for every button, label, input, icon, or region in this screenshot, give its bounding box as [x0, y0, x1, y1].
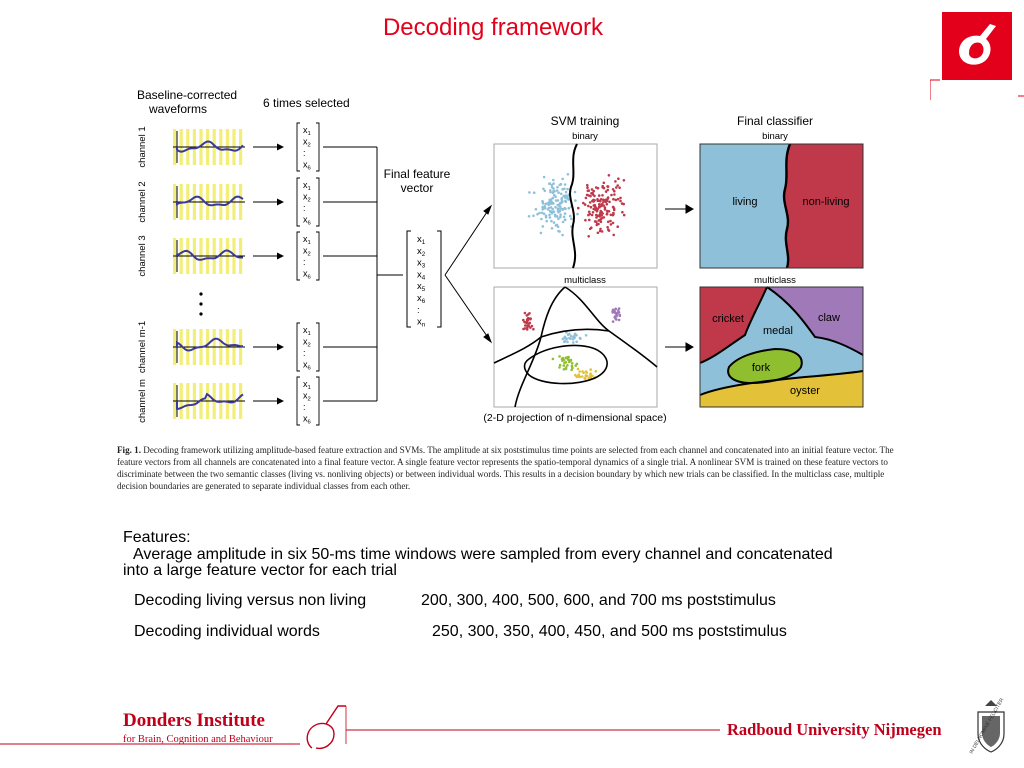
radboud-university-name: Radboud University Nijmegen — [727, 720, 942, 739]
footer-d-logo-icon — [307, 706, 346, 748]
features-line-2: into a large feature vector for each tri… — [123, 562, 397, 580]
donders-institute-name: Donders Institute — [123, 710, 265, 731]
row1-label: Decoding living versus non living — [134, 592, 366, 610]
features-heading: Features: — [123, 529, 191, 547]
donders-institute-subtitle: for Brain, Cognition and Behaviour — [123, 734, 273, 745]
university-seal-icon: IN DEI NOMINE FELICITER — [969, 697, 1006, 755]
row2-value: 250, 300, 350, 400, 450, and 500 ms post… — [432, 623, 787, 641]
footer: Donders Institute for Brain, Cognition a… — [0, 690, 1024, 768]
row1-value: 200, 300, 400, 500, 600, and 700 ms post… — [421, 592, 776, 610]
row2-label: Decoding individual words — [134, 623, 320, 641]
